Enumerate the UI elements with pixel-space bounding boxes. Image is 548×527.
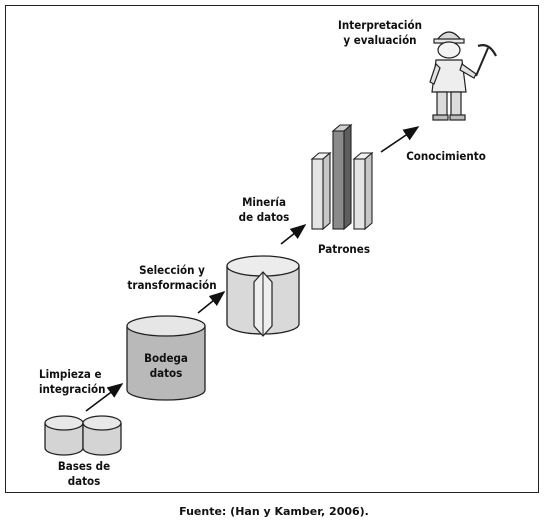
mineria-label-2: de datos (239, 210, 290, 224)
bodega-label-2: datos (150, 366, 183, 380)
source-caption: Fuente: (Han y Kamber, 2006). (179, 505, 369, 518)
database-cylinders-icon (44, 415, 122, 456)
interpretacion-label-2: y evaluación (343, 33, 416, 47)
arrow-conocimiento (380, 126, 420, 153)
arrow-limpieza (85, 383, 124, 412)
bases-label-2: datos (68, 474, 101, 488)
limpieza-label-1: Limpieza e (39, 367, 102, 381)
miner-figure-icon (429, 31, 497, 121)
limpieza-label-2: integración (39, 382, 106, 396)
mineria-label-1: Minería (242, 195, 286, 209)
patterns-bars-icon (310, 123, 374, 231)
kdd-process-diagram: Bases de datos Limpieza e integración Bo… (39, 18, 497, 488)
data-warehouse-cylinder-icon (126, 315, 206, 401)
transformed-data-cylinder-icon (226, 255, 300, 337)
conocimiento-label: Conocimiento (406, 149, 486, 163)
bodega-label-1: Bodega (144, 351, 188, 365)
arrow-seleccion (197, 290, 226, 314)
patrones-label: Patrones (318, 242, 370, 256)
bases-label-1: Bases de (58, 459, 110, 473)
arrow-mineria (280, 224, 307, 245)
seleccion-label-2: transformación (127, 278, 216, 292)
seleccion-label-1: Selección y (139, 263, 205, 277)
diagram-frame (5, 5, 539, 493)
interpretacion-label-1: Interpretación (338, 18, 422, 32)
